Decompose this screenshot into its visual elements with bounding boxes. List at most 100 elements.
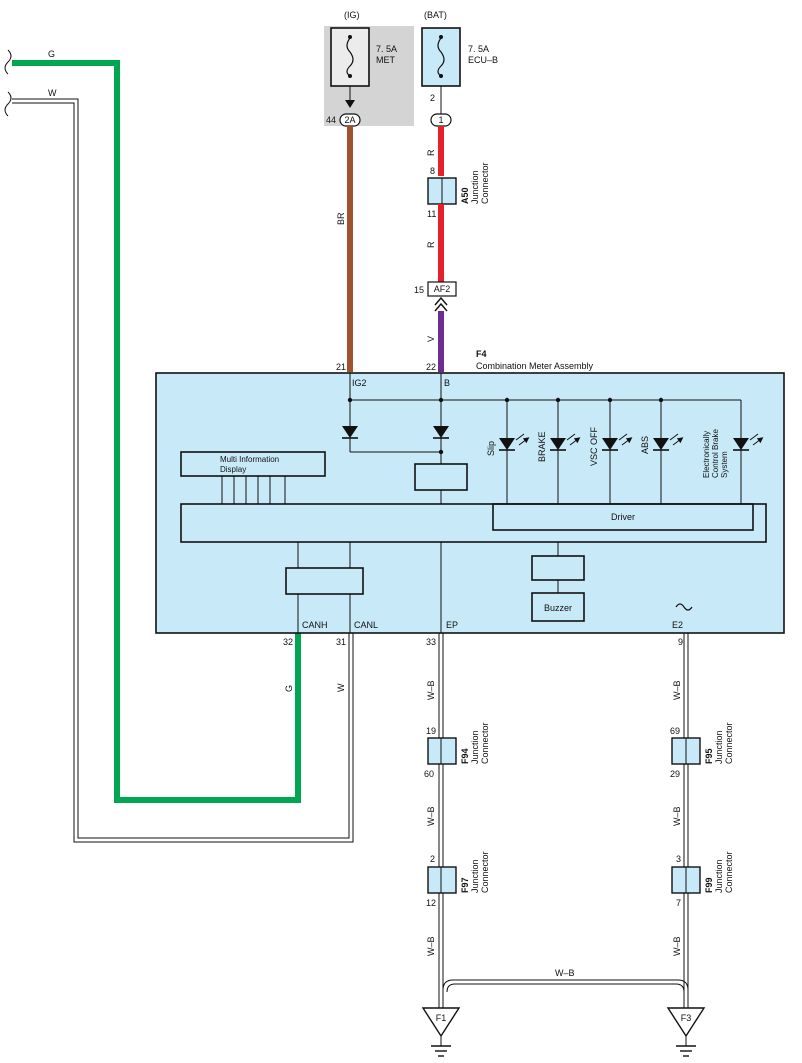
led-brake-icon <box>550 400 578 504</box>
f94-pin-top: 19 <box>426 726 436 736</box>
conn-2a-label: 2A <box>344 115 355 125</box>
f99-id: F99 <box>704 877 714 893</box>
connector-a50: 8 11 A50 Junction Connector <box>427 162 490 219</box>
wire-r-top <box>438 126 444 176</box>
f95-pin-bottom: 29 <box>670 769 680 779</box>
pin-e2-num: 9 <box>678 637 683 647</box>
e2-tilde-icon <box>675 603 693 611</box>
connector-f97 <box>427 866 457 894</box>
a50-id: A50 <box>460 187 470 204</box>
led-abs-icon <box>653 400 681 504</box>
f94-id: F94 <box>460 748 470 764</box>
af2-pin: 15 <box>414 285 424 295</box>
wire-wb-label-ep-2: W–B <box>426 806 436 826</box>
f94-desc1: Junction <box>470 730 480 764</box>
wire-g-label-lower: G <box>284 685 294 692</box>
driver-label: Driver <box>611 512 635 522</box>
connector-f94 <box>427 737 457 765</box>
meter-name: Combination Meter Assembly <box>476 361 594 371</box>
can-wires-external: G W <box>4 49 354 843</box>
conn-2a-pin: 44 <box>326 115 336 125</box>
f95-id: F95 <box>704 748 714 764</box>
fuse-met-icon <box>346 37 354 77</box>
fuse-ecu-b-pin: 2 <box>430 93 435 103</box>
fuse-met-rating: 7. 5A <box>376 44 397 54</box>
pin-canh-num: 32 <box>283 637 293 647</box>
mid-label-2: Display <box>220 465 246 474</box>
meter-id: F4 <box>476 349 487 359</box>
led-ecb-icon <box>733 400 761 504</box>
wire-wb-label-e2-3: W–B <box>672 936 682 956</box>
wire-wb-label-bridge: W–B <box>555 968 575 978</box>
fuse-ecu-b-name: ECU–B <box>468 55 498 65</box>
fuse-ecu-b: (BAT) 7. 5A ECU–B 2 1 <box>421 10 498 127</box>
wire-v <box>438 311 444 372</box>
pin-ig2-label: IG2 <box>352 378 367 388</box>
pin-b-label: B <box>444 378 450 388</box>
connector-af2: 15 AF2 <box>414 281 457 312</box>
lamp-ecb-label-1: Electronically <box>702 431 711 478</box>
wire-wb-label-ep-1: W–B <box>426 680 436 700</box>
fuse-met: (IG) 7. 5A MET 2A 44 <box>324 10 414 127</box>
wire-v-label: V <box>426 336 436 342</box>
af2-name: AF2 <box>434 284 451 294</box>
led-vsc-off-icon <box>602 400 630 504</box>
f99-pin-bottom: 7 <box>676 898 681 908</box>
f95-pin-top: 69 <box>670 726 680 736</box>
lamp-abs-label: ABS <box>640 436 650 454</box>
buzzer-label: Buzzer <box>544 603 572 613</box>
a50-pin-top: 8 <box>430 166 435 176</box>
pin-ep-label: EP <box>446 620 458 630</box>
ground-f1-label: F1 <box>436 1013 447 1023</box>
f94-desc2: Connector <box>480 722 490 764</box>
wire-r-bottom <box>438 204 444 282</box>
mid-label-1: Multi Information <box>220 455 279 464</box>
pin-canl-label: CANL <box>354 620 378 630</box>
pin-canl-num: 31 <box>336 637 346 647</box>
a50-desc1: Junction <box>470 170 480 204</box>
wire-w-label-lower: W <box>336 683 346 692</box>
driver-block <box>492 503 754 531</box>
ground-f3-label: F3 <box>681 1013 692 1023</box>
wire-br <box>347 126 353 372</box>
pin-e2-label: E2 <box>672 620 683 630</box>
fuse-ecu-b-icon <box>437 37 445 77</box>
wire-wb-label-e2-1: W–B <box>672 680 682 700</box>
fuse-ecu-b-rating: 7. 5A <box>468 44 489 54</box>
f97-desc1: Junction <box>470 859 480 893</box>
pin-b-num: 22 <box>426 362 436 372</box>
fuse-met-name: MET <box>376 55 396 65</box>
a50-pin-bottom: 11 <box>427 209 436 219</box>
ground-path-ep: W–B 19 60 F94 Junction Connector W–B 2 1… <box>421 633 689 1057</box>
f97-pin-top: 2 <box>430 854 435 864</box>
combination-meter-assembly: IG2 B Slip <box>155 372 785 634</box>
pin-ep-num: 33 <box>426 637 436 647</box>
conn-1-label: 1 <box>438 115 443 125</box>
meter-cpu-block <box>180 503 767 543</box>
wire-wb-label-ep-3: W–B <box>426 936 436 956</box>
lamp-slip-label: Slip <box>486 441 496 456</box>
f99-pin-top: 3 <box>676 854 681 864</box>
lamp-ecb-label-2: Control Brake <box>711 429 720 478</box>
wire-w-label: W <box>48 88 57 98</box>
multi-information-display <box>180 451 326 477</box>
wire-wb-label-e2-2: W–B <box>672 806 682 826</box>
fuse-ecu-b-source: (BAT) <box>424 10 447 20</box>
f94-pin-bottom: 60 <box>424 769 434 779</box>
f97-pin-bottom: 12 <box>426 898 436 908</box>
f95-desc1: Junction <box>714 730 724 764</box>
wire-g <box>12 60 301 803</box>
can-transceiver-block <box>285 567 364 595</box>
pin-ig2-num: 21 <box>336 362 346 372</box>
f99-desc1: Junction <box>714 859 724 893</box>
led-slip-icon <box>499 400 527 504</box>
wire-g-label: G <box>48 49 55 59</box>
wire-r-label-top: R <box>426 149 436 156</box>
wire-w <box>12 98 350 839</box>
f97-id: F97 <box>460 877 470 893</box>
f99-desc2: Connector <box>724 851 734 893</box>
wire-br-label: BR <box>336 212 346 225</box>
ground-f3-icon <box>666 1007 706 1038</box>
a50-desc2: Connector <box>480 162 490 204</box>
